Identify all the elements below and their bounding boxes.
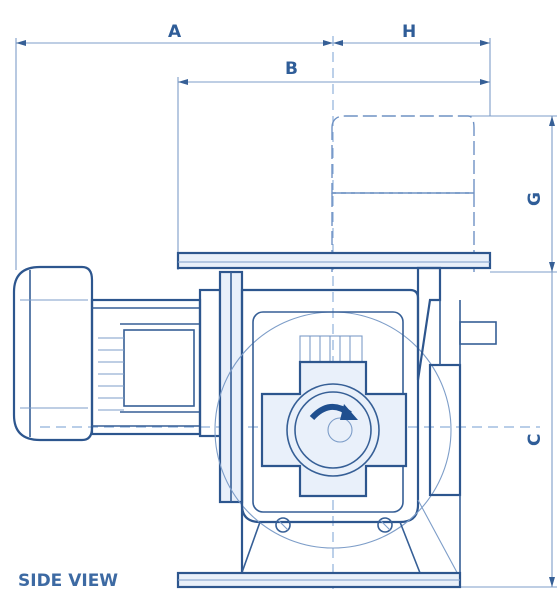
bottom-flange	[176, 571, 462, 589]
dimension-g: G	[466, 115, 557, 273]
dimension-b: B	[177, 59, 490, 270]
dimension-c-label: C	[525, 434, 545, 446]
dimension-h-label: H	[402, 22, 416, 42]
view-caption: SIDE VIEW	[18, 571, 118, 589]
dimension-h: H	[333, 22, 491, 116]
side-motor	[12, 265, 222, 442]
lower-body	[239, 480, 423, 579]
dimension-b-label: B	[285, 59, 298, 79]
dimension-a-label: A	[168, 22, 182, 42]
top-motor-outline	[331, 115, 475, 272]
rotor-housing-right	[416, 266, 497, 579]
adapter-plate	[218, 270, 244, 504]
top-flange	[176, 251, 492, 270]
mounting-bolts	[275, 517, 393, 533]
dimension-g-label: G	[525, 192, 545, 206]
dimension-a: A	[15, 22, 333, 270]
output-shaft-boss	[260, 360, 408, 498]
dimension-c: C	[460, 272, 557, 588]
rotation-arrow-icon	[309, 404, 358, 421]
